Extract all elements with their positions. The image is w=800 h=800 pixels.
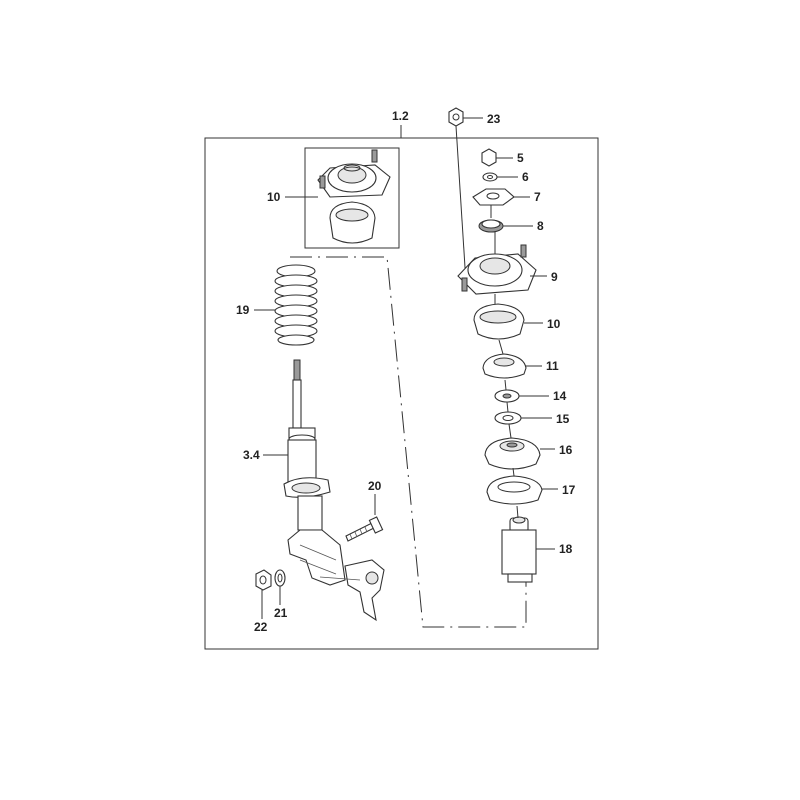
label-3-4: 3.4: [243, 448, 260, 462]
label-21: 21: [274, 606, 288, 620]
label-15: 15: [556, 412, 570, 426]
label-17: 17: [562, 483, 576, 497]
label-5: 5: [517, 151, 524, 165]
label-9: 9: [551, 270, 558, 284]
label-19: 19: [236, 303, 250, 317]
top-nut: [448, 107, 467, 284]
connector-line: [290, 256, 527, 628]
callout-17: 17: [542, 483, 576, 497]
inset-frame-top-mount: [304, 147, 400, 249]
callout-18: 18: [536, 542, 573, 556]
callout-11: 11: [526, 359, 559, 373]
callout-14: 14: [519, 389, 567, 403]
callout-7: 7: [514, 190, 541, 204]
label-14: 14: [553, 389, 567, 403]
mount-cup: [473, 294, 525, 340]
top-mount: [457, 232, 537, 295]
dust-boot: [501, 505, 537, 583]
callout-15: 15: [521, 412, 570, 426]
label-16: 16: [559, 443, 573, 457]
label-10-right: 10: [547, 317, 561, 331]
callout-19: 19: [236, 303, 275, 317]
label-23: 23: [487, 112, 501, 126]
callout-1-2: 1.2: [392, 109, 409, 138]
label-18: 18: [559, 542, 573, 556]
spring-seat-upper: [482, 339, 527, 379]
label-10-left: 10: [267, 190, 281, 204]
coil-spring: [274, 264, 318, 346]
spring-seat-lower: [484, 423, 541, 470]
label-7: 7: [534, 190, 541, 204]
flat-washer: [494, 401, 522, 425]
nut: [255, 569, 272, 591]
label-1-2: 1.2: [392, 109, 409, 123]
callout-16: 16: [540, 443, 573, 457]
shock-absorber: [283, 359, 346, 586]
label-11: 11: [546, 359, 559, 373]
callout-22: 22: [254, 590, 268, 634]
label-20: 20: [368, 479, 382, 493]
callout-10-left: 10: [267, 190, 318, 204]
washer: [274, 569, 286, 587]
label-6: 6: [522, 170, 529, 184]
spring-insulator: [486, 467, 543, 505]
callout-6: 6: [497, 170, 529, 184]
callout-20: 20: [368, 479, 382, 515]
thrust-washer: [494, 379, 520, 403]
callout-10-right: 10: [524, 317, 561, 331]
callout-8: 8: [503, 219, 544, 233]
lower-arm: [319, 559, 385, 622]
callout-9: 9: [530, 270, 558, 284]
inset-top-mount: [317, 149, 391, 244]
bearing: [478, 205, 504, 233]
small-washer: [482, 172, 498, 182]
callout-21: 21: [274, 586, 288, 620]
retaining-plate: [472, 188, 515, 206]
label-8: 8: [537, 219, 544, 233]
callout-23: 23: [463, 112, 501, 126]
callout-5: 5: [496, 151, 524, 165]
bolt: [345, 516, 384, 542]
label-22: 22: [254, 620, 268, 634]
strut-nut: [481, 148, 497, 167]
callout-3-4: 3.4: [243, 448, 288, 462]
